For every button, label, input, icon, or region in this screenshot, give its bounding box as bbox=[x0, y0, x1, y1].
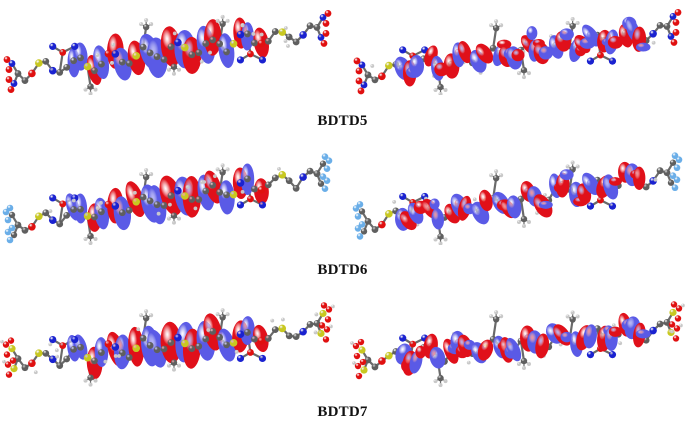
orbital-lobes bbox=[67, 313, 269, 380]
bdtd7-label: BDTD7 bbox=[317, 404, 368, 420]
atoms bbox=[2, 153, 333, 245]
bdtd7-lumo-panel bbox=[350, 298, 685, 388]
orbital-lobes bbox=[395, 161, 646, 231]
orbital-lobes bbox=[395, 312, 651, 376]
bdtd5-label: BDTD5 bbox=[317, 113, 368, 129]
bdtd5-lumo-panel bbox=[350, 5, 685, 95]
orbital-lobes bbox=[394, 16, 651, 87]
atoms bbox=[0, 302, 335, 387]
bdtd6-label: BDTD6 bbox=[317, 262, 368, 278]
orbital-lobes bbox=[65, 163, 269, 232]
bdtd5-homo-panel bbox=[0, 5, 335, 95]
orbital-lobes bbox=[67, 17, 269, 85]
bdtd6-lumo-panel bbox=[350, 150, 685, 245]
bdtd7-homo-panel bbox=[0, 298, 335, 388]
atoms bbox=[3, 10, 332, 95]
bdtd6-homo-panel bbox=[0, 150, 335, 245]
